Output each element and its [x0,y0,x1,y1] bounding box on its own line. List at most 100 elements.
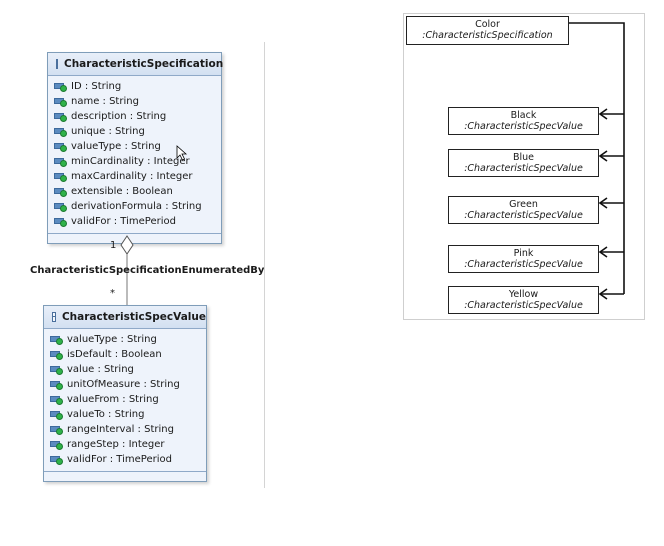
attribute-label: validFor : TimePeriod [67,454,172,465]
aggregation-diamond-icon [120,235,134,255]
instance-type: :CharacteristicSpecValue [464,300,583,311]
attribute-icon [50,350,63,360]
instance-black[interactable]: Black :CharacteristicSpecValue [448,107,599,135]
attribute-icon [54,157,67,167]
panel-divider [264,42,265,488]
instance-pink[interactable]: Pink :CharacteristicSpecValue [448,245,599,273]
instance-type: :CharacteristicSpecValue [464,259,583,270]
attribute-label: maxCardinality : Integer [71,171,193,182]
instance-yellow[interactable]: Yellow :CharacteristicSpecValue [448,286,599,314]
instance-name: Yellow [508,289,539,300]
instance-blue[interactable]: Blue :CharacteristicSpecValue [448,149,599,177]
instance-green[interactable]: Green :CharacteristicSpecValue [448,196,599,224]
arrowhead-icon [598,108,608,120]
instance-type: :CharacteristicSpecification [422,30,553,41]
class-icon [52,312,56,322]
attribute-item[interactable]: valueTo : String [44,407,206,422]
attribute-label: unique : String [71,126,145,137]
attribute-item[interactable]: value : String [44,362,206,377]
attribute-label: valueType : String [71,141,161,152]
attribute-icon [54,112,67,122]
attribute-item[interactable]: derivationFormula : String [48,199,221,214]
attribute-item[interactable]: valueType : String [44,332,206,347]
attribute-label: name : String [71,96,139,107]
attribute-label: derivationFormula : String [71,201,202,212]
attribute-item[interactable]: valueFrom : String [44,392,206,407]
class-title: CharacteristicSpecValue [61,311,206,323]
association-connector[interactable] [0,0,264,320]
instance-color[interactable]: Color :CharacteristicSpecification [406,16,569,45]
attribute-label: valueType : String [67,334,157,345]
attribute-icon [54,187,67,197]
attribute-icon [50,410,63,420]
class-operations-compartment [48,233,221,243]
attribute-item[interactable]: unique : String [48,124,221,139]
instance-type: :CharacteristicSpecValue [464,121,583,132]
attribute-item[interactable]: maxCardinality : Integer [48,169,221,184]
class-title: CharacteristicSpecification [64,58,224,70]
attribute-icon [50,380,63,390]
instance-type: :CharacteristicSpecValue [464,163,583,174]
attribute-item[interactable]: rangeStep : Integer [44,437,206,452]
attribute-item[interactable]: isDefault : Boolean [44,347,206,362]
attribute-label: value : String [67,364,134,375]
attribute-item[interactable]: ID : String [48,79,221,94]
source-multiplicity: 1 [110,240,117,251]
attribute-item[interactable]: minCardinality : Integer [48,154,221,169]
attribute-icon [54,202,67,212]
attribute-icon [54,82,67,92]
attribute-list: ID : String name : String description : … [48,76,221,233]
attribute-icon [50,365,63,375]
mouse-cursor-icon [176,145,188,161]
instance-name: Color [475,19,500,30]
instance-name: Black [510,110,537,121]
attribute-item[interactable]: description : String [48,109,221,124]
arrowhead-icon [598,197,608,209]
attribute-label: isDefault : Boolean [67,349,162,360]
instance-name: Blue [512,152,535,163]
attribute-icon [50,395,63,405]
attribute-item[interactable]: validFor : TimePeriod [44,452,206,467]
arrowhead-icon [598,288,608,300]
class-header: CharacteristicSpecValue [44,306,206,329]
target-multiplicity: * [110,288,115,299]
instance-links [569,22,625,300]
attribute-label: valueFrom : String [67,394,159,405]
attribute-label: rangeStep : Integer [67,439,165,450]
attribute-item[interactable]: rangeInterval : String [44,422,206,437]
attribute-label: rangeInterval : String [67,424,174,435]
characteristic-specification-class[interactable]: CharacteristicSpecification ID : String … [47,52,224,244]
attribute-label: ID : String [71,81,122,92]
attribute-item[interactable]: valueType : String [48,139,221,154]
attribute-item[interactable]: name : String [48,94,221,109]
instance-diagram-panel: Color :CharacteristicSpecification Black… [403,13,645,320]
attribute-icon [50,455,63,465]
attribute-icon [54,127,67,137]
association-name: CharacteristicSpecificationEnumeratedBy [30,265,265,276]
attribute-icon [54,217,67,227]
attribute-icon [54,97,67,107]
instance-name: Green [509,199,538,210]
attribute-icon [54,172,67,182]
attribute-item[interactable]: unitOfMeasure : String [44,377,206,392]
instance-name: Pink [513,248,534,259]
attribute-icon [50,440,63,450]
arrowhead-icon [598,150,608,162]
link-trunk [569,22,625,294]
attribute-icon [50,335,63,345]
class-icon [56,59,58,69]
attribute-label: valueTo : String [67,409,145,420]
attribute-list: valueType : String isDefault : Boolean v… [44,329,206,471]
attribute-icon [50,425,63,435]
attribute-label: validFor : TimePeriod [71,216,176,227]
attribute-item[interactable]: validFor : TimePeriod [48,214,221,229]
attribute-label: description : String [71,111,167,122]
attribute-label: unitOfMeasure : String [67,379,180,390]
attribute-item[interactable]: extensible : Boolean [48,184,221,199]
characteristic-spec-value-class[interactable]: CharacteristicSpecValue valueType : Stri… [43,305,207,482]
instance-type: :CharacteristicSpecValue [464,210,583,221]
attribute-icon [54,142,67,152]
arrowhead-icon [598,246,608,258]
class-header: CharacteristicSpecification [48,53,224,76]
attribute-label: minCardinality : Integer [71,156,190,167]
